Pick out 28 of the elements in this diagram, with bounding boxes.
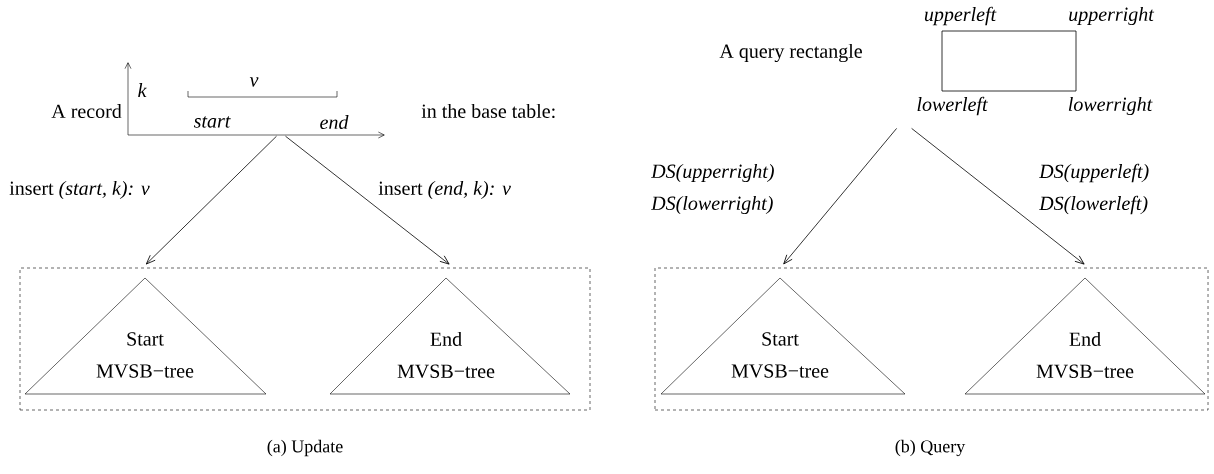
corner-label: lowerleft <box>917 96 988 116</box>
subfigure-caption: (a) Update <box>267 439 343 457</box>
edge-label: DS(upperright) DS(lowerright) <box>651 163 774 215</box>
corner-label: lowerright <box>1068 96 1153 116</box>
tree-triangle: End MVSB−tree <box>329 277 571 395</box>
tree-triangle: Start MVSB−tree <box>660 277 906 395</box>
rectangle-caption: A query rectangle <box>719 43 862 63</box>
record-caption: in the base table: <box>421 103 555 119</box>
tree-triangle: Start MVSB−tree <box>24 277 267 395</box>
arrow <box>911 128 1085 265</box>
corner-label: upperright <box>1069 6 1155 26</box>
edge-label: insert (end, k): v <box>378 180 511 200</box>
edge-label: insert (start, k): v <box>9 180 150 200</box>
arrow <box>783 128 897 265</box>
axis-label: end <box>320 114 349 130</box>
interval-label: v <box>249 77 259 87</box>
axis-label: start <box>193 116 231 128</box>
record-caption: A record <box>51 103 122 119</box>
corner-label: upperleft <box>924 6 997 26</box>
query-rectangle <box>941 30 1077 92</box>
arrow <box>285 135 450 265</box>
tree-triangle: End MVSB−tree <box>964 277 1206 395</box>
axis-label: k <box>138 83 147 97</box>
edge-label: DS(upperleft) DS(lowerleft) <box>1039 163 1149 215</box>
arrow <box>145 135 277 265</box>
dashed-frame <box>654 267 1209 411</box>
subfigure-caption: (b) Query <box>895 439 966 457</box>
dashed-frame <box>19 267 591 411</box>
